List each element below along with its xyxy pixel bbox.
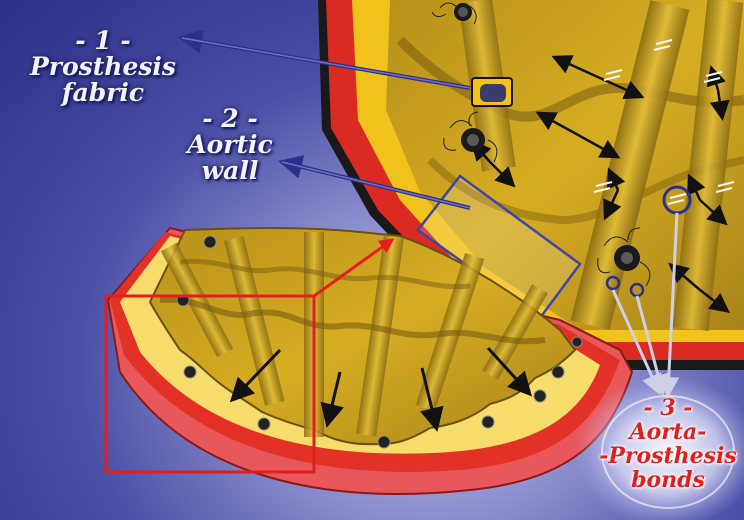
fabric-line1: Prosthesis	[28, 54, 178, 80]
bonds-line3: bonds	[590, 468, 744, 492]
suture-pad	[472, 78, 512, 106]
bonds-line2: -Prosthesis	[590, 444, 744, 468]
bonds-line1: Aorta-	[590, 420, 744, 444]
fabric-number: - 1 -	[28, 28, 178, 54]
aortic-wall-label: - 2 - Aortic wall	[170, 106, 290, 184]
bonds-number: - 3 -	[590, 396, 744, 420]
wall-line1: Aortic	[170, 132, 290, 158]
fabric-line2: fabric	[28, 80, 178, 106]
bonds-label: - 3 - Aorta- -Prosthesis bonds	[590, 396, 744, 492]
wall-line2: wall	[170, 158, 290, 184]
prosthesis-fabric-label: - 1 - Prosthesis fabric	[28, 28, 178, 106]
wall-number: - 2 -	[170, 106, 290, 132]
